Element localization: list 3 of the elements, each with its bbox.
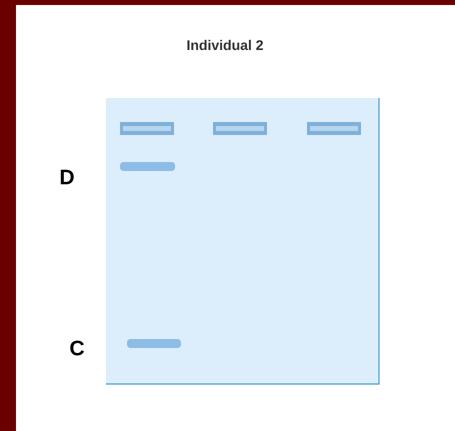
band-label: D	[60, 170, 74, 184]
band-label: C	[70, 340, 84, 356]
title: Individual 2	[187, 40, 263, 50]
